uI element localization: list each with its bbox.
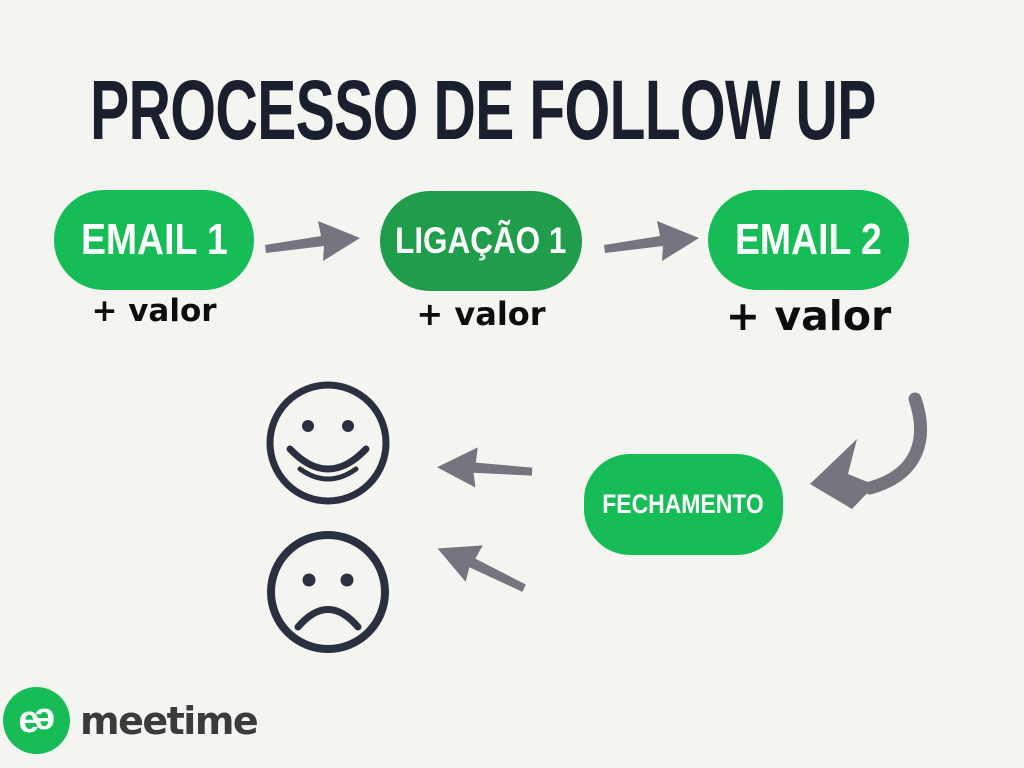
arrow-down-left-icon bbox=[437, 545, 526, 592]
page-title: PROCESSO DE FOLLOW UP bbox=[90, 63, 876, 157]
step-label: EMAIL 2 bbox=[735, 215, 882, 264]
step-pill-email-2: EMAIL 2 bbox=[708, 190, 909, 290]
step-label: LIGAÇÃO 1 bbox=[395, 220, 567, 261]
arrow-right-icon bbox=[604, 221, 699, 261]
curved-arrow-down-left-icon bbox=[810, 392, 927, 509]
meetime-logo: e e meetime bbox=[3, 687, 259, 754]
step-sublabel-valor-2: + valor bbox=[416, 295, 546, 333]
step-sublabel-valor-3: + valor bbox=[725, 292, 892, 340]
meetime-wordmark: meetime bbox=[80, 698, 259, 743]
closing-label: FECHAMENTO bbox=[602, 489, 765, 519]
step-sublabel-valor-1: + valor bbox=[91, 293, 217, 329]
step-label: EMAIL 1 bbox=[80, 215, 228, 264]
closing-pill-fechamento: FECHAMENTO bbox=[584, 454, 783, 555]
arrow-left-icon bbox=[437, 447, 533, 488]
step-pill-email-1: EMAIL 1 bbox=[54, 190, 254, 290]
step-pill-ligacao-1: LIGAÇÃO 1 bbox=[380, 191, 582, 291]
happy-face-icon bbox=[266, 381, 390, 505]
meetime-logo-icon: e e bbox=[3, 687, 70, 754]
logo-letter-e-reversed: e bbox=[36, 700, 55, 742]
sad-face-icon bbox=[267, 531, 389, 653]
logo-letter-e: e bbox=[18, 699, 39, 741]
arrow-right-icon bbox=[265, 221, 360, 261]
